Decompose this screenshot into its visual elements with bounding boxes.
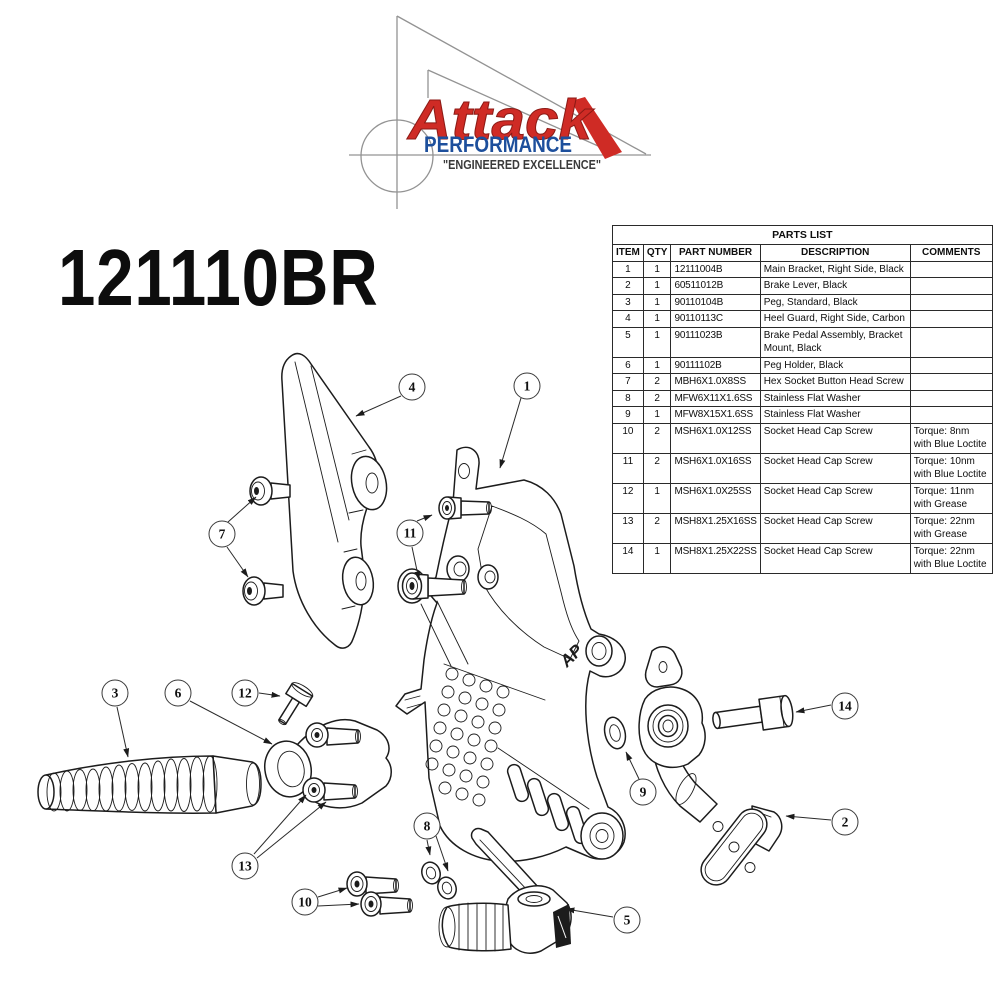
parts-list-title-row: PARTS LIST bbox=[612, 224, 993, 246]
logo-brand-text: Attack bbox=[406, 88, 596, 152]
heel-guard-part bbox=[281, 352, 388, 649]
callout-2: 2 bbox=[831, 808, 859, 836]
callout-7: 7 bbox=[208, 520, 236, 548]
screw-7-lower bbox=[242, 576, 284, 606]
screw-13-upper bbox=[305, 722, 361, 748]
bracket-hole-grid bbox=[425, 667, 510, 807]
screw-10-lower bbox=[360, 891, 413, 917]
bolt-14 bbox=[712, 694, 794, 731]
screw-13-lower bbox=[302, 777, 358, 803]
peg-knurling bbox=[46, 755, 218, 813]
parts-list-header-row: ITEM QTY PART NUMBER DESCRIPTION COMMENT… bbox=[612, 244, 993, 262]
callout-12: 12 bbox=[231, 679, 259, 707]
callout-11: 11 bbox=[396, 519, 424, 547]
logo-subtitle-text: PERFORMANCE bbox=[424, 132, 572, 157]
footpeg-part bbox=[37, 755, 262, 814]
peg-holder-part bbox=[264, 682, 392, 809]
parts-list-title: PARTS LIST bbox=[612, 224, 993, 246]
brake-lever-part bbox=[638, 646, 783, 886]
washer-9 bbox=[603, 716, 627, 750]
screw-10-upper bbox=[346, 871, 399, 897]
washer-8-pair bbox=[421, 861, 457, 900]
logo-tagline-text: "ENGINEERED EXCELLENCE" bbox=[443, 158, 601, 172]
callout-1: 1 bbox=[513, 372, 541, 400]
callout-3: 3 bbox=[101, 679, 129, 707]
callout-9: 9 bbox=[629, 778, 657, 806]
screw-7-upper bbox=[249, 476, 291, 506]
callout-8: 8 bbox=[413, 812, 441, 840]
brake-pedal-part bbox=[438, 827, 572, 954]
callout-4: 4 bbox=[398, 373, 426, 401]
page-part-number: 121110BR bbox=[58, 233, 379, 322]
col-header-part-number: PART NUMBER bbox=[670, 244, 761, 262]
col-header-comments: COMMENTS bbox=[909, 244, 993, 262]
col-header-description: DESCRIPTION bbox=[759, 244, 911, 262]
callout-5: 5 bbox=[613, 906, 641, 934]
logo-swoosh bbox=[571, 97, 622, 159]
parts-list-table: PARTS LIST ITEM QTY PART NUMBER DESCRIPT… bbox=[612, 224, 993, 574]
compass-circle-icon bbox=[360, 119, 434, 193]
screw-11-upper bbox=[438, 496, 492, 520]
col-header-qty: QTY bbox=[642, 244, 672, 262]
leader-lines bbox=[116, 395, 832, 918]
callout-10: 10 bbox=[291, 888, 319, 916]
col-header-item: ITEM bbox=[612, 244, 644, 262]
screw-12 bbox=[278, 682, 314, 726]
main-bracket-part: AP bbox=[395, 446, 626, 863]
callout-6: 6 bbox=[164, 679, 192, 707]
callout-14: 14 bbox=[831, 692, 859, 720]
callout-13: 13 bbox=[231, 852, 259, 880]
